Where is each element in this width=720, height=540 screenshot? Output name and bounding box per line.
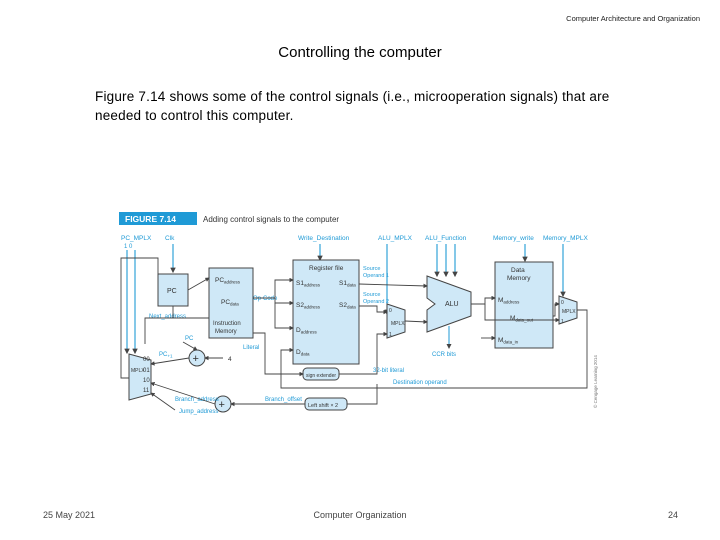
source-op1-b: Operand 1 <box>363 273 389 279</box>
data-mem-label-1: Data <box>511 267 525 274</box>
reg-file-label: Register file <box>309 265 344 272</box>
pc-plus-label: PC+1 <box>159 352 173 359</box>
jump-address-label: Jump_address <box>179 409 218 415</box>
pc-register <box>157 273 189 307</box>
footer-date: 25 May 2021 <box>43 510 96 520</box>
signal-memory-mplx: Memory_MPLX <box>543 235 588 242</box>
pc-small-label: PC <box>185 336 194 342</box>
datapath-diagram: FIGURE 7.14 Adding control signals to th… <box>119 212 598 415</box>
alu-mplx-label: MPLX <box>391 321 405 327</box>
four-label: 4 <box>228 356 232 363</box>
inst-mem-pc-data: PCdata <box>221 299 239 307</box>
left-shift-label: Left shift × 2 <box>308 403 338 409</box>
pc-mux-label: MPLX <box>131 368 145 374</box>
op-code-label: Op-Code <box>253 296 278 302</box>
branch-adder-plus: + <box>219 399 225 411</box>
slide-body: Figure 7.14 shows some of the control si… <box>95 89 610 123</box>
s1-data: S1data <box>339 280 356 288</box>
destination-operand-label: Destination operand <box>393 380 447 386</box>
literal-32-label: 32-bit literal <box>373 368 404 374</box>
d-address: Daddress <box>296 327 317 335</box>
branch-address-label: Branch_address <box>175 397 219 403</box>
ccr-bits-label: CCR bits <box>432 352 456 358</box>
memory-mplx <box>558 295 578 325</box>
inst-mem-pc-address: PCaddress <box>215 277 241 285</box>
signal-memory-write: Memory_write <box>493 235 534 242</box>
mem-mplx-in0: 0 <box>561 300 564 306</box>
copyright-note: © Cengage Learning 2014 <box>592 355 598 408</box>
inst-mem-label-1: Instruction <box>213 321 241 327</box>
mem-mplx-label: MPLX <box>562 309 576 315</box>
source-op1-a: Source <box>363 266 380 272</box>
source-op2-a: Source <box>363 292 380 298</box>
signal-pc-mplx-bits: 1 0 <box>124 244 133 250</box>
alu-mplx <box>386 303 406 339</box>
pc-mux-in-01: 01 <box>143 368 150 374</box>
figure-badge-bg <box>119 212 197 225</box>
pc-mux-in-00: 00 <box>143 357 150 363</box>
signal-alu-mplx: ALU_MPLX <box>378 235 413 242</box>
signal-write-destination: Write_Destination <box>298 235 350 242</box>
d-data: Ddata <box>296 349 310 357</box>
instruction-memory <box>208 267 254 339</box>
literal-label: Literal <box>243 345 259 351</box>
pc-label: PC <box>167 288 177 295</box>
inst-mem-label-2: Memory <box>215 329 237 335</box>
alu-mplx-in0: 0 <box>389 308 392 314</box>
signal-clk: Clk <box>165 235 175 242</box>
alu-label: ALU <box>445 301 459 308</box>
branch-offset-label: Branch_offset <box>265 397 302 403</box>
register-file <box>292 259 360 365</box>
mem-mplx-in1: 1 <box>561 319 564 325</box>
pc-adder-plus: + <box>193 353 199 365</box>
pc-mux-in-11: 11 <box>143 388 150 394</box>
figure-caption: Adding control signals to the computer <box>203 215 339 224</box>
m-address: Maddress <box>498 297 520 305</box>
alu-mplx-in1: 1 <box>389 332 392 338</box>
s2-address: S2address <box>296 302 321 310</box>
data-mem-label-2: Memory <box>507 275 531 282</box>
course-header: Computer Architecture and Organization <box>566 14 700 23</box>
data-memory <box>494 261 554 349</box>
source-op2-b: Operand 2 <box>363 299 389 305</box>
figure: FIGURE 7.14 Adding control signals to th… <box>115 208 605 423</box>
footer-page-number: 24 <box>667 510 678 520</box>
slide-title: Controlling the computer <box>278 44 442 61</box>
signal-pc-mplx: PC_MPLX <box>121 235 152 242</box>
pc-mux-in-10: 10 <box>143 378 150 384</box>
s1-address: S1address <box>296 280 321 288</box>
footer-course: Computer Organization <box>313 510 407 520</box>
next-address-label: Next_address <box>149 314 186 320</box>
s2-data: S2data <box>339 302 356 310</box>
m-data-in: Mdata_in <box>498 337 519 345</box>
sign-extender-label: sign extender <box>306 373 336 379</box>
figure-badge: FIGURE 7.14 <box>125 214 176 224</box>
signal-alu-function: ALU_Function <box>425 235 467 242</box>
